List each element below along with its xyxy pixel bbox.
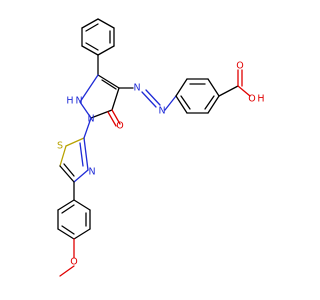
benzoic-ring [175,78,220,114]
azo-nitrogen-a: N [133,83,140,94]
anisyl-ring [57,199,91,240]
pyrazole-nitrogen: N [87,114,94,125]
thiazole-sulfur: S [57,141,63,152]
acid-hydroxyl-hydrogen: H [257,94,264,105]
azo-linkage [118,87,177,111]
carbonyl-bond [107,109,121,127]
carboxylic-acid [218,69,251,97]
carbonyl-oxygen: O [116,121,123,132]
methoxy-group [59,238,75,277]
phenyl-ring [81,18,115,56]
azo-nitrogen-b: N [158,106,165,117]
nh-nitrogen: N [75,96,82,107]
structure-canvas: N N H N N O O O H S N O [57,18,265,277]
thiazole-nitrogen: N [88,167,95,178]
pyrazole-thiazole-bond [83,117,92,139]
molecule-drawing: N N H N N O O O H S N O [57,18,265,277]
acid-hydroxyl-oxygen: O [248,94,255,105]
thiazole-ring [59,137,89,183]
nh-hydrogen: H [66,96,73,107]
pyrazolone-ring [79,74,120,119]
methoxy-oxygen: O [70,257,77,268]
acid-carbonyl-oxygen: O [236,61,243,72]
atom-labels: N N H N N O O O H S N O [57,61,265,268]
